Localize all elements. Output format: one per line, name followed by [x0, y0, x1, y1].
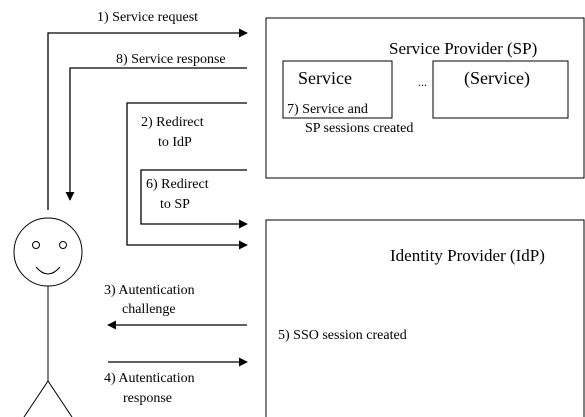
- label-authentication-challenge-line2: challenge: [122, 302, 176, 317]
- arrow-redirect-to-sp: [140, 169, 248, 229]
- user-left-leg: [23, 380, 49, 417]
- user-smile: [35, 266, 61, 275]
- user-left-eye: [32, 241, 40, 249]
- service-box: [282, 60, 393, 119]
- label-redirect-to-idp-line1: 2) Redirect: [141, 115, 204, 130]
- user-figure: [13, 217, 83, 417]
- arrow-service-response: [65, 67, 247, 201]
- label-service-request: 1) Service request: [97, 10, 198, 25]
- service-ellipsis: ...: [418, 75, 427, 89]
- user-head: [13, 217, 83, 287]
- user-right-leg: [47, 380, 73, 417]
- service-provider-title: Service Provider (SP): [389, 39, 537, 58]
- optional-service-box: [432, 60, 569, 119]
- identity-provider-box: [265, 219, 585, 417]
- identity-provider-title: Identity Provider (IdP): [390, 246, 545, 265]
- label-redirect-to-sp-line2: to SP: [160, 197, 190, 212]
- label-authentication-response-line2: response: [123, 391, 172, 406]
- label-authentication-challenge-line1: 3) Autentication: [104, 283, 195, 298]
- label-redirect-to-idp-line2: to IdP: [158, 135, 192, 150]
- sp-session-note-line1: 7) Service and: [287, 102, 368, 117]
- sp-session-note-line2: SP sessions created: [305, 121, 413, 136]
- arrow-service-request: [47, 28, 248, 210]
- label-redirect-to-sp-line1: 6) Redirect: [146, 177, 209, 192]
- user-right-eye: [59, 241, 67, 249]
- label-authentication-response-line1: 4) Autentication: [104, 371, 195, 386]
- service-label: Service: [298, 68, 352, 88]
- optional-service-label: (Service): [464, 68, 530, 89]
- sso-session-note: 5) SSO session created: [278, 328, 407, 343]
- arrow-redirect-to-idp: [126, 102, 248, 250]
- label-service-response: 8) Service response: [116, 52, 226, 67]
- service-provider-box: [265, 17, 585, 179]
